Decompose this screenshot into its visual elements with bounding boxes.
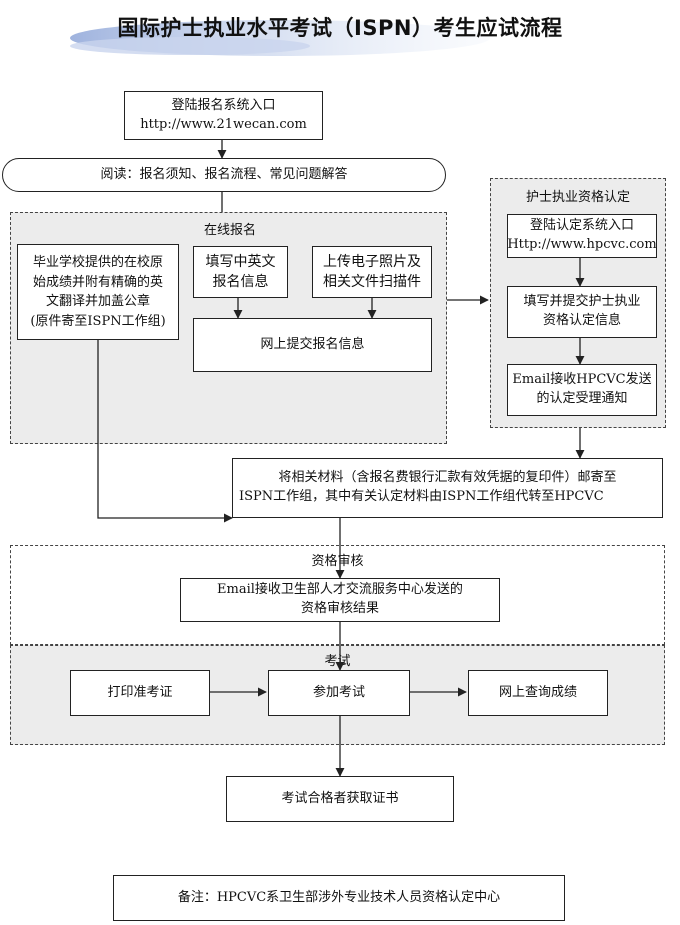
arrow-transcript-to-mail — [97, 340, 233, 523]
box-take-exam: 参加考试 — [268, 670, 410, 716]
group-review-label: 资格审核 — [311, 554, 364, 569]
box-cert-email: Email接收HPCVC发送 的认定受理通知 — [507, 364, 657, 416]
box-cert-submit: 填写并提交护士执业 资格认定信息 — [507, 286, 657, 338]
box-login-system-line1: 登陆报名系统入口 — [171, 97, 276, 113]
box-certificate: 考试合格者获取证书 — [226, 776, 454, 822]
note-box: 备注：HPCVC系卫生部涉外专业技术人员资格认定中心 — [113, 875, 565, 921]
box-review-email-line1: Email接收卫生部人才交流服务中心发送的 — [217, 582, 463, 598]
box-upload-line2: 相关文件扫描件 — [323, 274, 421, 290]
box-transcript: 毕业学校提供的在校原 始成绩并附有精确的英 文翻译并加盖公章 (原件寄至ISPN… — [17, 244, 179, 340]
box-transcript-line4: (原件寄至ISPN工作组) — [30, 313, 166, 329]
box-mail-materials-line1: 将相关材料（含报名费银行汇款有效凭据的复印件）邮寄至 — [278, 470, 617, 486]
box-mail-materials: 将相关材料（含报名费银行汇款有效凭据的复印件）邮寄至 ISPN工作组，其中有关认… — [232, 458, 663, 518]
box-transcript-line2: 始成绩并附有精确的英 — [32, 274, 163, 290]
box-cert-email-line1: Email接收HPCVC发送 — [512, 372, 652, 388]
box-query-score: 网上查询成绩 — [468, 670, 608, 716]
box-cert-login-line1: 登陆认定系统入口 — [529, 218, 634, 234]
box-submit-online: 网上提交报名信息 — [193, 318, 432, 372]
box-login-system: 登陆报名系统入口 http://www.21wecan.com — [124, 91, 323, 140]
box-transcript-line3: 文翻译并加盖公章 — [45, 294, 150, 309]
box-review-email-line2: 资格审核结果 — [300, 601, 379, 616]
box-fill-info: 填写中英文 报名信息 — [193, 246, 288, 298]
title-swoosh-shadow — [70, 37, 310, 55]
page-title: 国际护士执业水平考试（ISPN）考生应试流程 — [117, 16, 563, 40]
box-upload: 上传电子照片及 相关文件扫描件 — [312, 246, 432, 298]
box-cert-submit-line1: 填写并提交护士执业 — [523, 294, 641, 310]
box-fill-info-line1: 填写中英文 — [205, 253, 276, 270]
box-cert-submit-line2: 资格认定信息 — [542, 313, 621, 328]
box-login-system-line2: http://www.21wecan.com — [140, 116, 307, 132]
box-transcript-line1: 毕业学校提供的在校原 — [32, 255, 163, 270]
box-cert-email-line2: 的认定受理通知 — [536, 391, 628, 406]
group-online-registration-label: 在线报名 — [203, 223, 256, 238]
box-read-instructions: 阅读：报名须知、报名流程、常见问题解答 — [2, 158, 446, 192]
box-cert-login-line2: Http://www.hpcvc.com — [507, 237, 657, 252]
box-review-email: Email接收卫生部人才交流服务中心发送的 资格审核结果 — [180, 578, 500, 622]
box-fill-info-line2: 报名信息 — [212, 274, 269, 290]
box-cert-login: 登陆认定系统入口 Http://www.hpcvc.com — [507, 214, 657, 258]
box-mail-materials-line2: ISPN工作组，其中有关认定材料由ISPN工作组代转至HPCVC — [239, 489, 604, 504]
box-print-ticket: 打印准考证 — [70, 670, 210, 716]
box-upload-line1: 上传电子照片及 — [323, 253, 421, 270]
group-certification-label: 护士执业资格认定 — [525, 190, 630, 205]
